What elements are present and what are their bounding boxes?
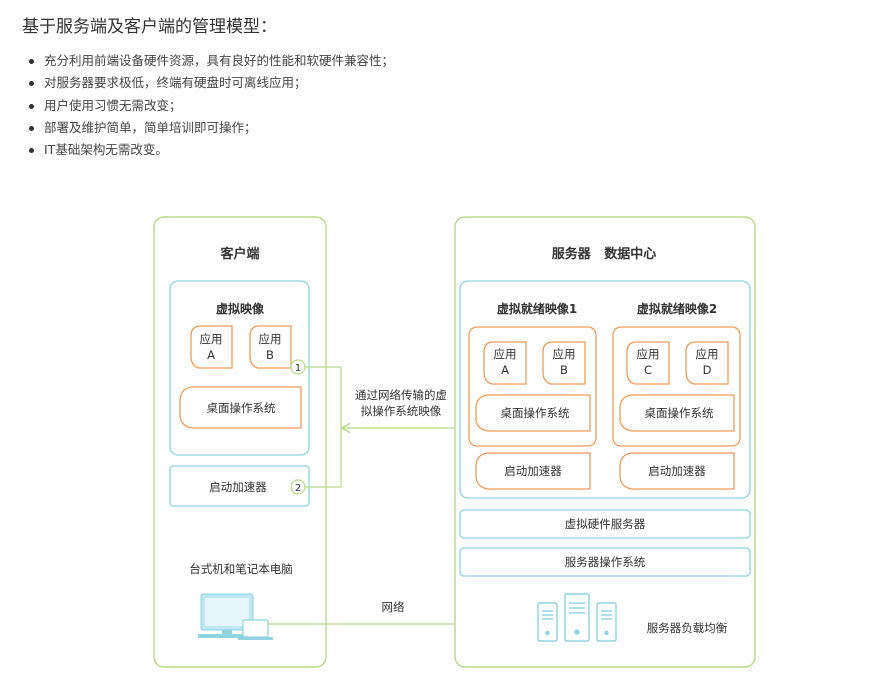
device-label: 台式机和笔记本电脑	[189, 562, 293, 576]
app-a-label: 应用	[200, 332, 223, 346]
feature-item: IT基础架构无需改变。	[26, 139, 394, 161]
image2-title: 虚拟就绪映像2	[637, 301, 717, 316]
image1-app-b-letter: B	[560, 363, 568, 377]
client-accelerator-label: 启动加速器	[209, 480, 267, 494]
virtual-hardware-label: 虚拟硬件服务器	[565, 517, 646, 531]
image2-app-d-label: 应用	[696, 347, 719, 361]
image1-app-b-box	[542, 341, 586, 385]
marker-1-label: 1	[295, 363, 301, 374]
client-title: 客户端	[220, 246, 259, 262]
image2-os-box	[619, 394, 735, 432]
image2-app-c-label: 应用	[637, 347, 660, 361]
server-os-label: 服务器操作系统	[565, 555, 646, 569]
image2-app-d-box	[685, 341, 729, 385]
client-accelerator-box	[169, 465, 310, 507]
network-label: 网络	[382, 600, 405, 614]
app-b-letter: B	[266, 348, 274, 362]
image1-accelerator-box	[475, 452, 591, 490]
feature-item: 部署及维护简单，简单培训即可操作；	[26, 117, 394, 139]
image1-app-a-box	[483, 341, 527, 385]
client-os-label: 桌面操作系统	[207, 401, 276, 415]
server-os-box	[459, 547, 751, 577]
image1-os-box	[475, 394, 591, 432]
app-b-box	[249, 325, 292, 369]
desktop-laptop-icon	[198, 593, 273, 640]
server-title: 服务器 数据中心	[552, 246, 657, 262]
image1-app-a-label: 应用	[494, 347, 517, 361]
image2-accelerator-label: 启动加速器	[648, 464, 706, 478]
transfer-label-line1: 通过网络传输的虚	[355, 388, 447, 402]
feature-item: 对服务器要求极低，终端有硬盘时可离线应用；	[26, 72, 394, 94]
image1-app-b-label: 应用	[553, 347, 576, 361]
image2-app-d-letter: D	[703, 363, 712, 377]
feature-item: 充分利用前端设备硬件资源，具有良好的性能和软硬件兼容性；	[26, 50, 394, 72]
image1-app-a-letter: A	[501, 363, 509, 377]
load-balance-label: 服务器负载均衡	[647, 621, 728, 635]
virtual-hardware-box	[459, 509, 751, 539]
transfer-label-line2: 拟操作系统映像	[361, 404, 442, 418]
feature-item: 用户使用习惯无需改变；	[26, 95, 394, 117]
image2-accelerator-box	[619, 452, 735, 490]
app-a-box	[190, 325, 233, 369]
image2-app-c-letter: C	[644, 363, 652, 377]
server-towers-icon	[537, 593, 617, 642]
image1-os-label: 桌面操作系统	[501, 406, 570, 420]
feature-list: 充分利用前端设备硬件资源，具有良好的性能和软硬件兼容性； 对服务器要求极低，终端…	[26, 50, 394, 161]
client-os-box	[179, 386, 302, 429]
connector-2	[305, 428, 342, 488]
image1-title: 虚拟就绪映像1	[497, 301, 577, 316]
connector-1	[305, 366, 342, 428]
virtual-image-title: 虚拟映像	[216, 301, 265, 316]
app-b-label: 应用	[259, 332, 282, 346]
marker-2-label: 2	[295, 483, 301, 494]
image1-accelerator-label: 启动加速器	[504, 464, 562, 478]
page-heading: 基于服务端及客户端的管理模型：	[22, 17, 277, 37]
image2-app-c-box	[626, 341, 670, 385]
image2-os-label: 桌面操作系统	[645, 406, 714, 420]
app-a-letter: A	[207, 348, 215, 362]
